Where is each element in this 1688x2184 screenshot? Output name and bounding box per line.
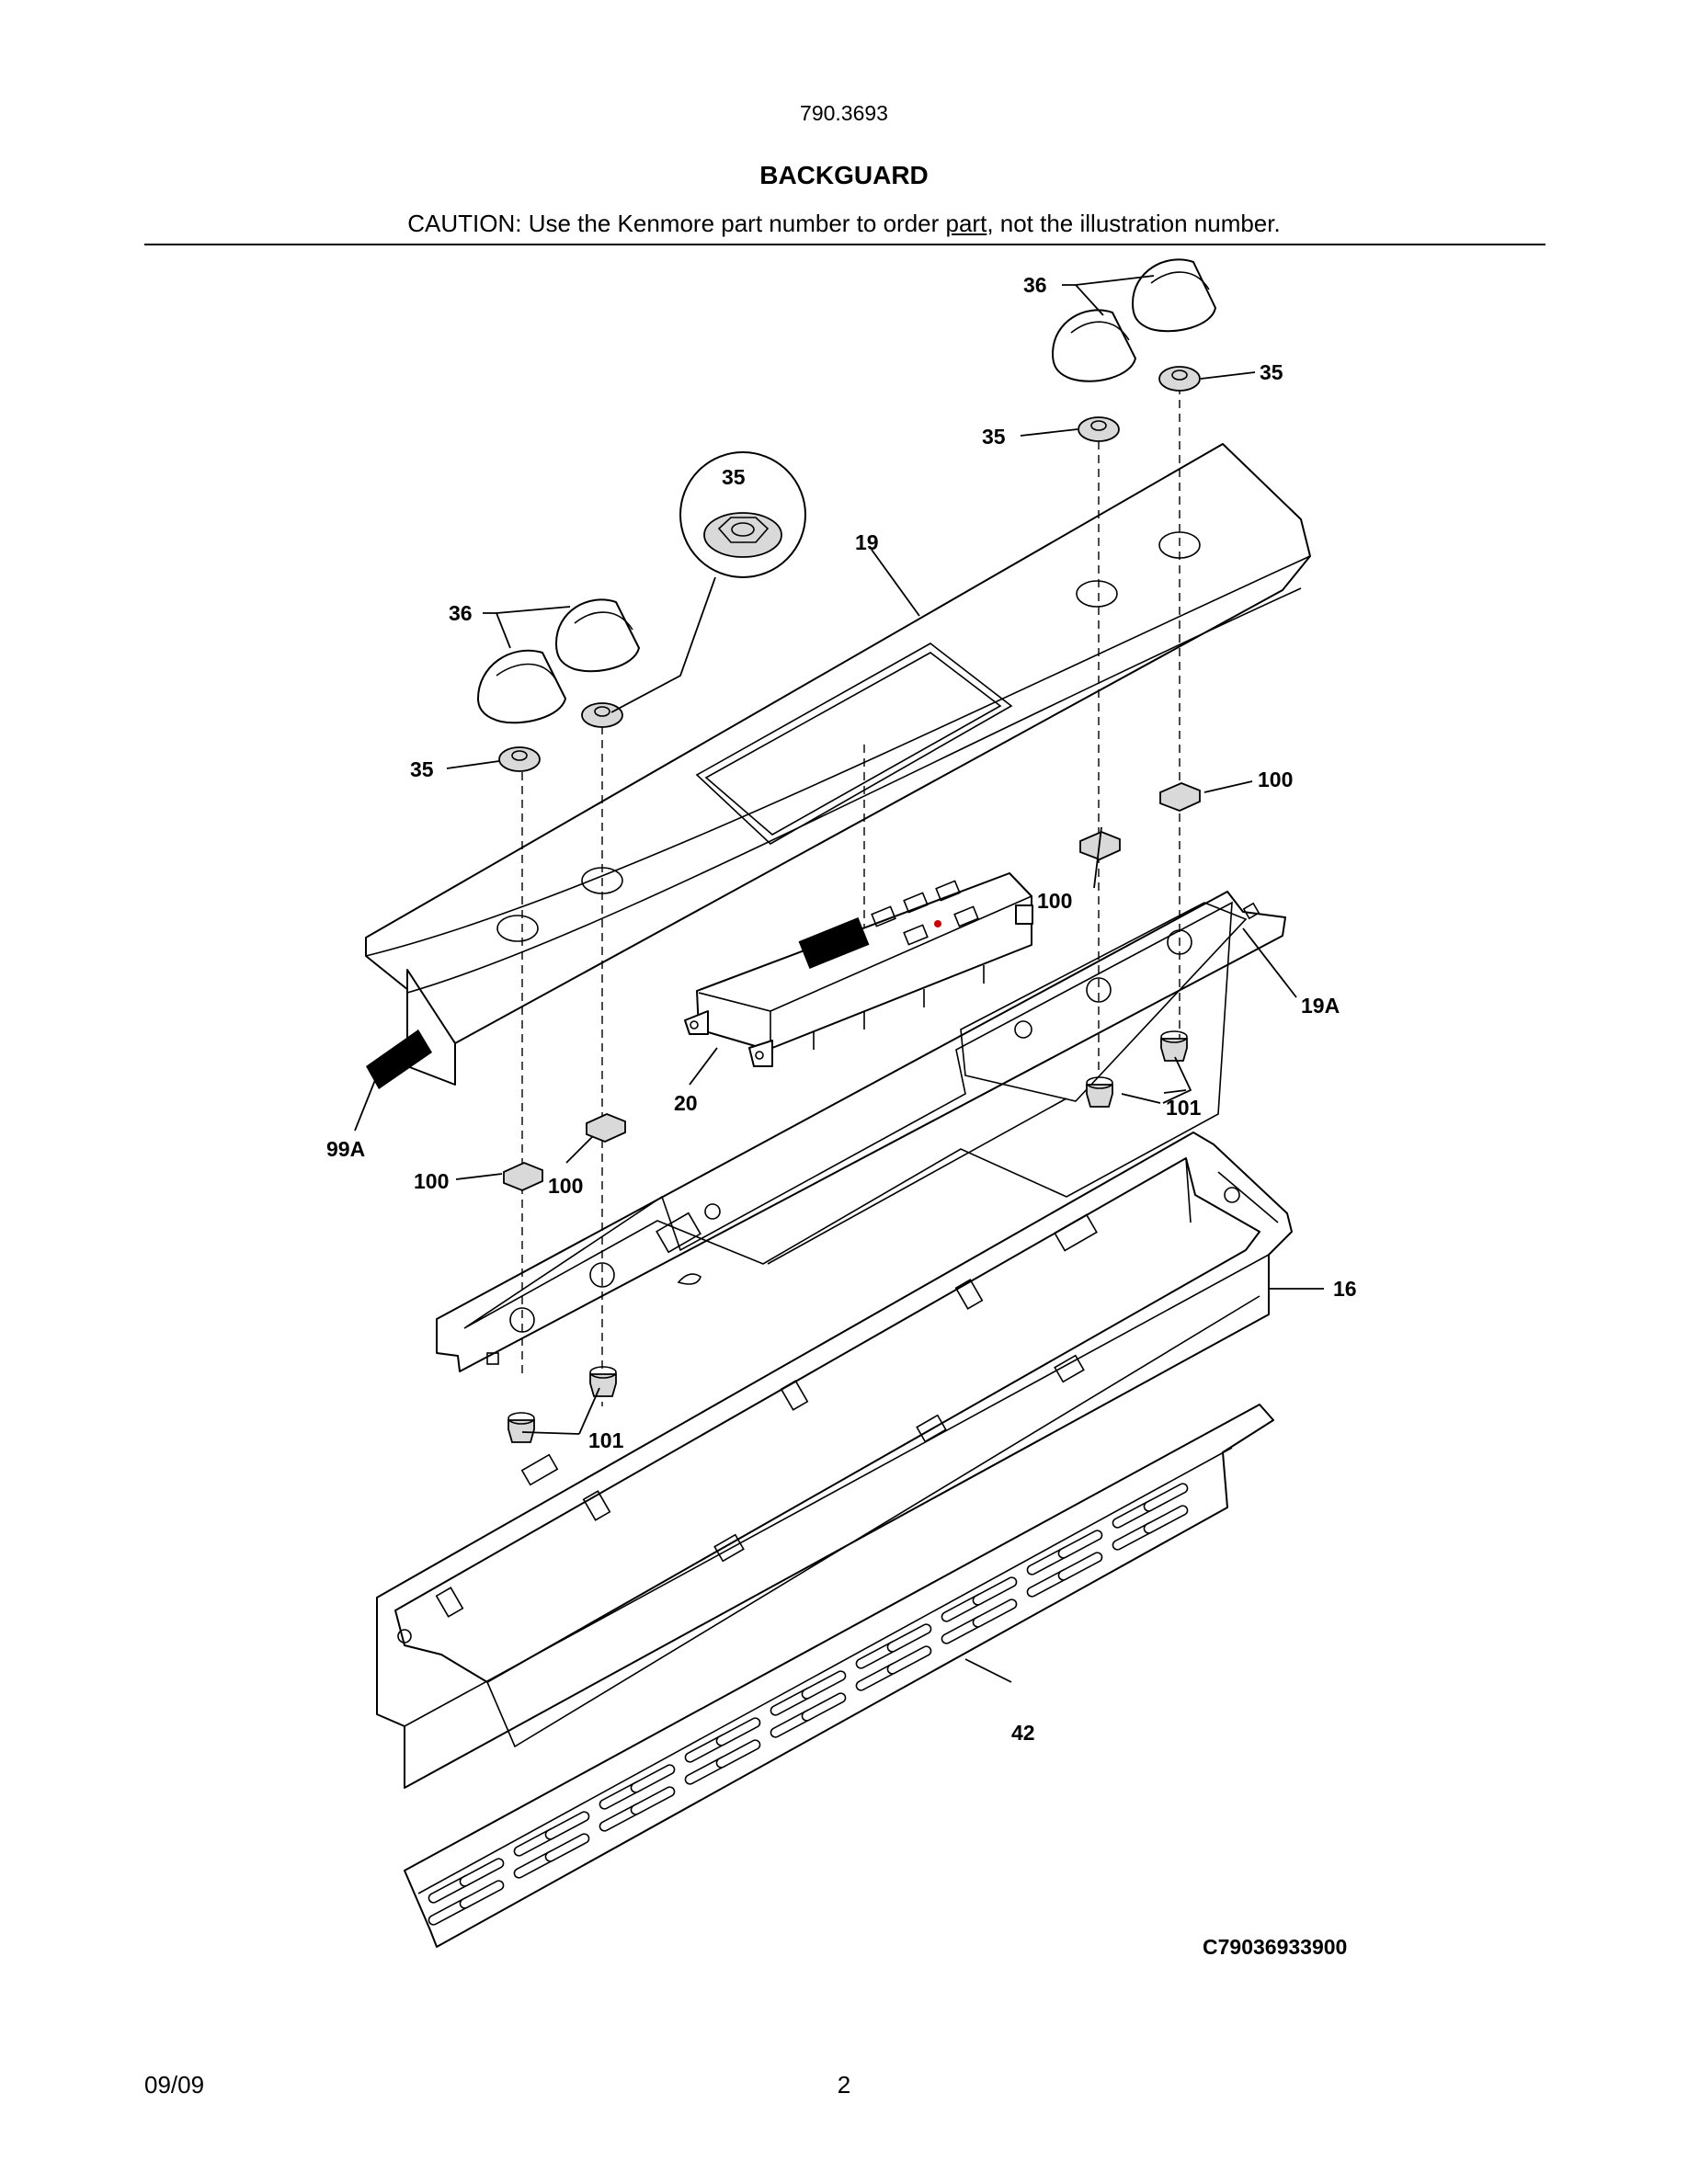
- grille-slot: [459, 1858, 505, 1887]
- callout-nut-right-lower: 35: [982, 425, 1006, 449]
- backguard-frame: [376, 1132, 1293, 1789]
- grille-slot: [801, 1670, 847, 1700]
- callout-backguard-panel: 19: [855, 530, 879, 554]
- callout-backguard-frame: 16: [1333, 1277, 1357, 1301]
- grille-slot: [1057, 1530, 1103, 1559]
- callout-clip-left-inner: 100: [548, 1174, 583, 1198]
- caution-underlined-word: part: [945, 210, 987, 237]
- grille-slot: [1057, 1552, 1103, 1581]
- grille-slot: [886, 1623, 932, 1653]
- grille-slot: [630, 1786, 676, 1815]
- caution-note: CAUTION: Use the Kenmore part number to …: [0, 210, 1688, 238]
- knob-left-pair: [477, 598, 640, 724]
- diagram-code: C79036933900: [1203, 1935, 1348, 1959]
- vent-grille: [404, 1404, 1274, 1948]
- caution-prefix: CAUTION: Use the Kenmore part number to …: [407, 210, 946, 237]
- nut-detail-circle: [679, 451, 806, 578]
- callout-knob-right: 36: [1023, 273, 1047, 297]
- leader-lines: [354, 275, 1324, 1683]
- grille-slot: [972, 1576, 1018, 1606]
- grille-slot: [459, 1880, 505, 1909]
- page-number: 2: [837, 2071, 851, 2099]
- grille-slot: [544, 1833, 590, 1862]
- callout-clip-right-upper: 100: [1258, 768, 1293, 791]
- grille-slot: [715, 1739, 761, 1769]
- grille-slot: [801, 1692, 847, 1722]
- callout-clip-left-outer: 100: [414, 1169, 449, 1193]
- knob-right-pair: [1052, 258, 1216, 382]
- control-board: [684, 872, 1033, 1067]
- grille-slot: [886, 1645, 932, 1675]
- footer-date: 09/09: [144, 2071, 205, 2099]
- caution-suffix: , not the illustration number.: [987, 210, 1281, 237]
- grille-slot: [715, 1717, 761, 1746]
- callout-bracket-plate: 19A: [1301, 994, 1340, 1018]
- grille-slot: [630, 1764, 676, 1793]
- page-title: BACKGUARD: [759, 161, 929, 189]
- grille-slot: [972, 1598, 1018, 1628]
- hardware: [498, 366, 1201, 1443]
- callout-screw-right: 101: [1166, 1096, 1202, 1120]
- callout-ribbon-cable: 99A: [326, 1137, 365, 1161]
- bracket-plate: [436, 891, 1286, 1372]
- callout-clip-right-lower: 100: [1037, 889, 1072, 913]
- callout-knob-left: 36: [449, 601, 473, 625]
- callout-screw-left: 101: [588, 1428, 624, 1452]
- header-rule: [144, 244, 1545, 245]
- callout-nut-detail: 35: [722, 465, 746, 489]
- callout-nut-left: 35: [410, 757, 434, 781]
- callout-vent-grille: 42: [1011, 1721, 1035, 1745]
- callout-control-board: 20: [674, 1091, 698, 1115]
- grille-slot: [1143, 1505, 1189, 1534]
- grille-slot: [544, 1811, 590, 1840]
- callout-labels: 36 35 35 35 19 36 35 100 100 19A 101 20 …: [326, 273, 1357, 1745]
- callout-nut-right-upper: 35: [1260, 360, 1283, 384]
- model-number: 790.3693: [800, 101, 888, 125]
- alignment-lines: [521, 386, 1180, 1406]
- grille-slot: [1143, 1483, 1189, 1512]
